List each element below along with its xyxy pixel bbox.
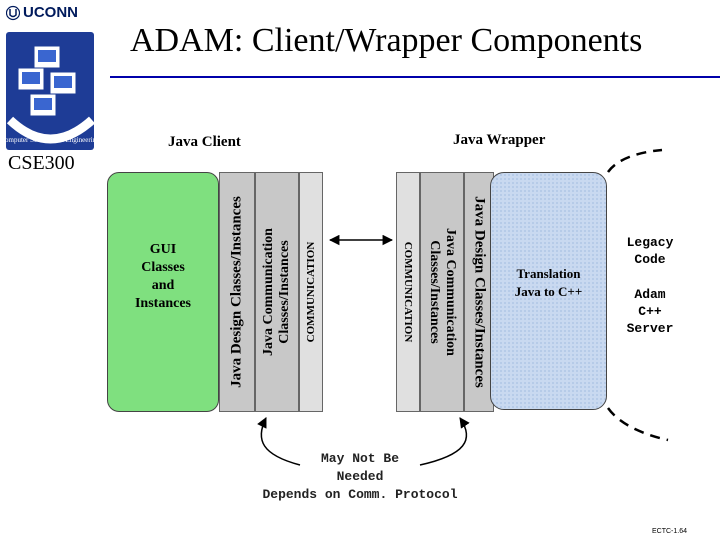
gui-line: GUI bbox=[149, 242, 177, 257]
client-communication-bar: COMMUNICATION bbox=[299, 172, 323, 412]
note-line2: Needed bbox=[336, 469, 384, 484]
department-logo: Computer Science and Engineering bbox=[0, 28, 100, 156]
uconn-seal-icon bbox=[6, 5, 20, 20]
wrapper-communication-bar: COMMUNICATION bbox=[396, 172, 420, 412]
gui-line: Classes bbox=[141, 260, 185, 275]
note-connector-right bbox=[419, 417, 470, 466]
title-divider bbox=[110, 76, 720, 78]
org-name: UCONN bbox=[23, 4, 78, 21]
computer-network-logo-icon: Computer Science and Engineering bbox=[0, 32, 100, 150]
legacy-curve-bottom bbox=[606, 407, 669, 442]
note-connector-left bbox=[257, 417, 301, 466]
gui-classes-box: GUI Classes and Instances bbox=[107, 172, 219, 412]
legacy-line4: C++ bbox=[638, 304, 662, 319]
java-wrapper-label: Java Wrapper bbox=[453, 132, 546, 148]
translation-text: Translation Java to C++ bbox=[491, 265, 606, 301]
slide-footer: ECTC-1.64 bbox=[652, 528, 688, 535]
wrapper-communication-classes-bar: Java Communication Classes/Instances bbox=[420, 172, 464, 412]
legacy-line1: Legacy bbox=[626, 235, 674, 250]
client-communication-classes-bar: Java Communication Classes/Instances bbox=[255, 172, 299, 412]
legacy-line2: Code bbox=[634, 252, 666, 267]
legacy-line5: Server bbox=[626, 321, 674, 336]
translation-line2: Java to C++ bbox=[514, 284, 583, 299]
gui-line: and bbox=[151, 278, 175, 293]
translation-line1: Translation bbox=[516, 266, 581, 281]
svg-text:Computer Science and Engineeri: Computer Science and Engineering bbox=[4, 136, 96, 144]
translation-box: Translation Java to C++ bbox=[490, 172, 607, 410]
uconn-logo: UCONN bbox=[6, 4, 78, 21]
protocol-note: May Not Be Needed Depends on Comm. Proto… bbox=[220, 450, 500, 504]
gui-line: Instances bbox=[134, 296, 191, 311]
course-label: CSE300 bbox=[8, 152, 75, 174]
note-line3: Depends on Comm. Protocol bbox=[262, 487, 458, 502]
java-client-label: Java Client bbox=[168, 134, 241, 150]
legacy-curve-top bbox=[606, 148, 663, 173]
note-line1: May Not Be bbox=[320, 451, 399, 466]
sidebar: UCONN Computer Science and Engineering C… bbox=[0, 0, 100, 540]
legacy-server-label: Legacy Code Adam C++ Server bbox=[612, 234, 688, 337]
page-title: ADAM: Client/Wrapper Components bbox=[130, 22, 643, 59]
client-design-classes-bar: Java Design Classes/Instances bbox=[219, 172, 255, 412]
legacy-line3: Adam bbox=[634, 287, 666, 302]
gui-classes-text: GUI Classes and Instances bbox=[108, 241, 218, 313]
